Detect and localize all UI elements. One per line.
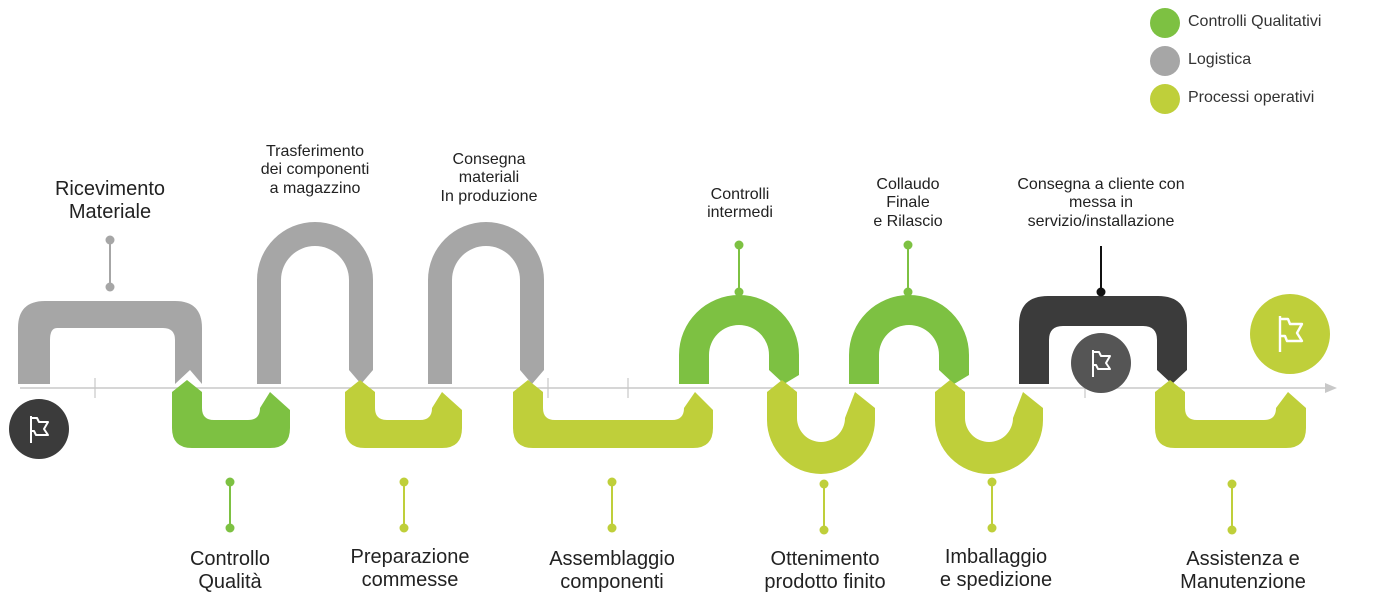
legend-item-controlli-qualitativi: Controlli Qualitativi (1150, 6, 1378, 44)
legend-item-processi-operativi: Processi operativi (1150, 82, 1378, 120)
segment-controlli-intermedi (679, 295, 799, 384)
legend-label: Logistica (1188, 51, 1252, 68)
label-assistenza-manutenzione: Assistenza e Manutenzione (1180, 548, 1306, 593)
label-collaudo: Collaudo Finale e Rilascio (873, 176, 943, 230)
label-imballaggio-spedizione: Imballaggio e spedizione (939, 546, 1053, 591)
legend-dot-controlli-qualitativi (1150, 8, 1180, 38)
segment-controllo-qualita (172, 380, 290, 448)
flag-start-icon (9, 399, 69, 459)
legend-item-logistica: Logistica (1150, 44, 1378, 82)
label-assemblaggio-componenti: Assemblaggio componenti (549, 548, 675, 593)
segment-preparazione (345, 380, 462, 448)
label-consegna-cliente: Consegna a cliente con messa in servizio… (1017, 176, 1185, 230)
legend: Controlli Qualitativi Logistica Processi… (1150, 6, 1378, 120)
label-trasferimento: Trasferimento dei componenti a magazzino (260, 143, 370, 197)
segment-assistenza (1155, 380, 1306, 448)
label-consegna-materiali: Consegna materiali In produzione (440, 151, 538, 205)
segment-assemblaggio (513, 380, 713, 448)
label-controlli-intermedi: Controlli intermedi (707, 186, 773, 222)
segment-trasferimento (257, 222, 373, 384)
segment-collaudo (849, 295, 969, 384)
timeline-axis (20, 378, 1337, 398)
label-ottenimento-prodotto: Ottenimento prodotto finito (764, 548, 886, 593)
flag-end-icon (1250, 294, 1330, 374)
connector-pins (105, 235, 1237, 535)
label-ricevimento-materiale: Ricevimento Materiale (54, 178, 166, 223)
segment-consegna-materiali (428, 222, 544, 384)
segment-consegna-cliente (1019, 296, 1187, 384)
legend-label: Controlli Qualitativi (1188, 13, 1322, 30)
legend-dot-processi-operativi (1150, 84, 1180, 114)
legend-dot-logistica (1150, 46, 1180, 76)
legend-label: Processi operativi (1188, 89, 1315, 106)
flag-delivery-icon (1071, 333, 1131, 393)
segment-ricevimento (18, 301, 202, 384)
label-preparazione-commesse: Preparazione commesse (350, 546, 470, 591)
segment-imballaggio (935, 380, 1043, 474)
label-controllo-qualita: Controllo Qualità (189, 548, 271, 593)
segment-ottenimento (767, 380, 875, 474)
